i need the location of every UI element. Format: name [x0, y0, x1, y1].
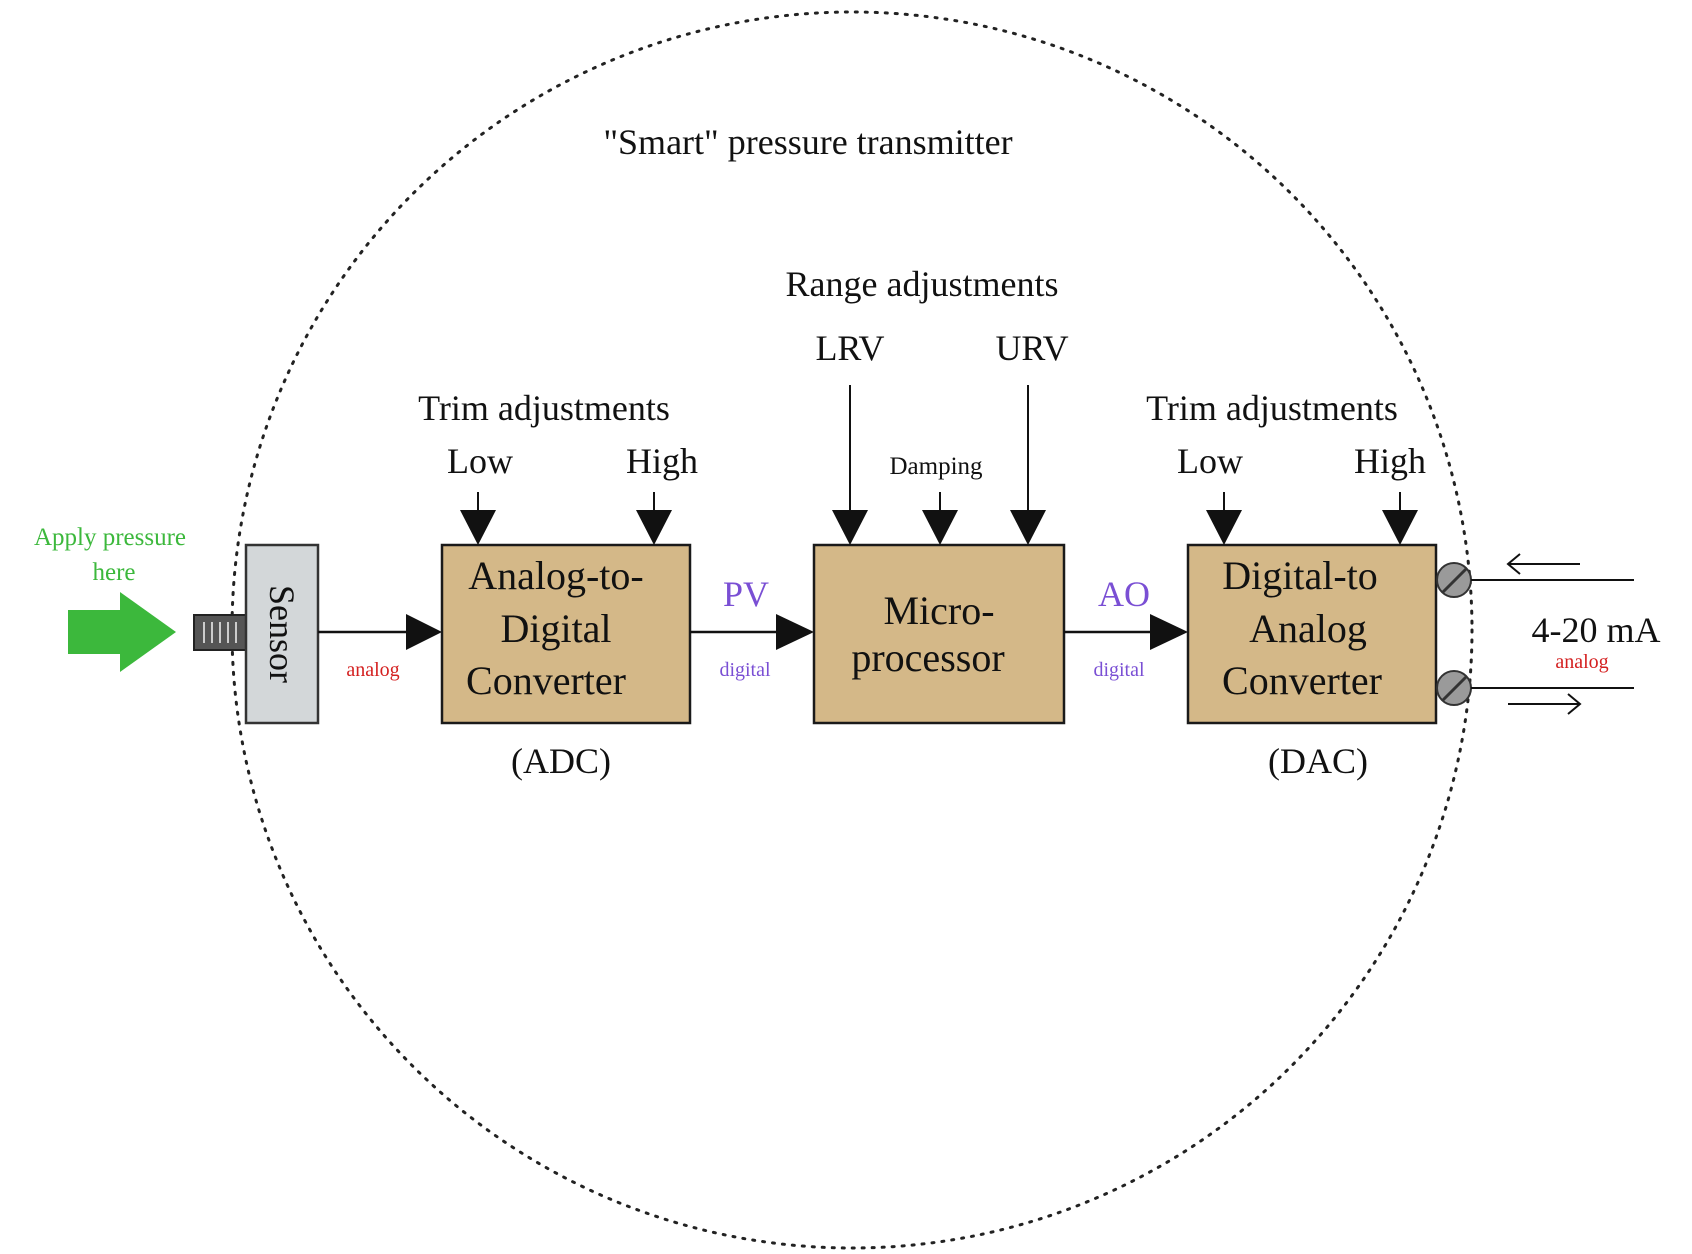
output-type-label: analog	[1555, 651, 1608, 673]
lrv-label: LRV	[815, 328, 884, 368]
transmitter-enclosure	[230, 10, 1474, 1250]
input-label-line1: Apply pressure	[34, 524, 186, 551]
adc-label-line3: Converter	[466, 658, 626, 703]
dac-label-line3: Converter	[1222, 658, 1382, 703]
micro-label-line2: processor	[851, 635, 1004, 680]
analog-signal-arrowhead	[406, 614, 442, 650]
adc-trim-title: Trim adjustments	[418, 388, 670, 428]
damping-arrowhead	[922, 510, 958, 545]
dac-trim-high-arrowhead	[1382, 510, 1418, 545]
input-label-line2: here	[92, 559, 135, 586]
dac-label-line1: Digital-to	[1222, 553, 1378, 598]
dac-trim-title: Trim adjustments	[1146, 388, 1398, 428]
adc-label-line1: Analog-to-	[468, 553, 644, 598]
dac-trim-high-label: High	[1354, 441, 1426, 481]
output-terminal-bottom	[1436, 670, 1472, 706]
dac-trim-low-arrowhead	[1206, 510, 1242, 545]
adc-abbreviation: (ADC)	[511, 741, 611, 781]
micro-label-line1: Micro-	[883, 588, 994, 633]
dac-abbreviation: (DAC)	[1268, 741, 1368, 781]
urv-label: URV	[995, 328, 1068, 368]
sensor-block	[244, 543, 320, 725]
adc-trim-low-label: Low	[447, 441, 513, 481]
ao-label: AO	[1098, 574, 1150, 614]
adc-block	[440, 543, 692, 725]
sensor-label: Sensor	[262, 585, 302, 683]
current-out-arrow-icon	[1508, 693, 1582, 715]
output-current-label: 4-20 mA	[1532, 610, 1661, 650]
pv-type-label: digital	[719, 659, 771, 681]
sensor-port	[193, 614, 247, 651]
current-in-arrow-icon	[1506, 553, 1580, 575]
adc-trim-high-arrowhead	[636, 510, 672, 545]
ao-type-label: digital	[1093, 659, 1145, 681]
analog-signal-label: analog	[346, 659, 399, 681]
pressure-input-arrow-icon	[68, 592, 176, 672]
range-adjustments-title: Range adjustments	[786, 264, 1059, 304]
output-terminal-top	[1436, 562, 1472, 598]
lrv-arrowhead	[832, 510, 868, 545]
ao-signal-arrowhead	[1150, 614, 1188, 650]
adc-label-line2: Digital	[500, 606, 611, 651]
urv-arrowhead	[1010, 510, 1046, 545]
dac-block	[1186, 543, 1438, 725]
pv-signal-arrowhead	[776, 614, 814, 650]
microprocessor-block	[812, 543, 1066, 725]
adc-trim-high-label: High	[626, 441, 698, 481]
damping-label: Damping	[889, 453, 983, 480]
pv-label: PV	[723, 574, 769, 614]
dac-label-line2: Analog	[1249, 606, 1367, 651]
adc-trim-low-arrowhead	[460, 510, 496, 545]
dac-trim-low-label: Low	[1177, 441, 1243, 481]
diagram-title: "Smart" pressure transmitter	[603, 122, 1012, 162]
